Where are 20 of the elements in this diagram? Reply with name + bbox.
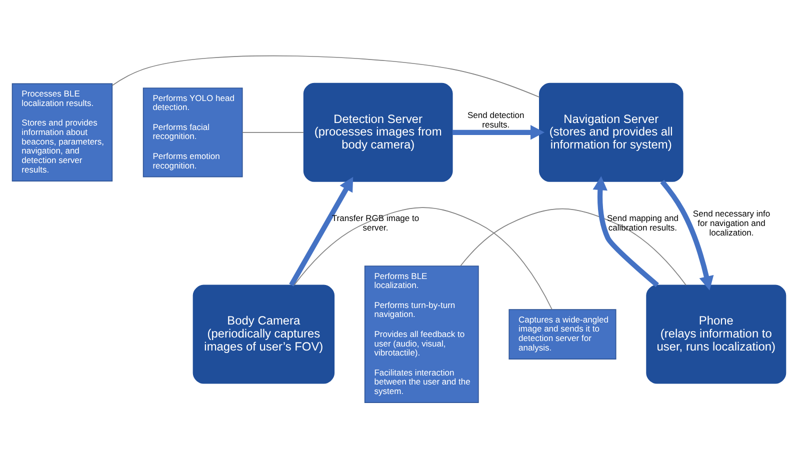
node-box: Captures a wide-angled image and sends it to detection server for analysis.	[508, 308, 616, 359]
node-box: Performs BLE localization. Performs turn-by-turn navigation. Provides all feedback to user (audio, visual, vibrotactile). Facilitates interaction between the user and the system.	[364, 265, 479, 403]
arrow	[660, 179, 714, 290]
arrow	[592, 176, 659, 287]
arrow	[289, 176, 354, 286]
arrow	[452, 124, 545, 140]
connector	[112, 54, 540, 98]
edge-label: Send mapping and calibration results.	[606, 212, 678, 232]
connector	[242, 131, 304, 132]
node-box: Detection Server (processes images from body camera)	[303, 82, 453, 182]
connector	[460, 208, 686, 286]
connector	[294, 206, 552, 310]
node-box: Phone (relays information to user, runs localization)	[646, 284, 786, 384]
node-box: Body Camera (periodically captures images of user’s FOV)	[192, 284, 335, 384]
node-box: Navigation Server (stores and provides all information for system)	[539, 82, 684, 182]
edge-label: Transfer RGB image to server.	[332, 212, 420, 232]
edge-label: Send detection results.	[467, 109, 524, 129]
node-box: Processes BLE localization results. Stores and provides information about beacons, parameters, navigation, and detection server results.	[12, 82, 113, 181]
edge-label: Send necessary info for navigation and localization.	[692, 208, 770, 237]
node-box: Performs YOLO head detection. Performs facial recognition. Performs emotion recognition.	[142, 87, 243, 177]
